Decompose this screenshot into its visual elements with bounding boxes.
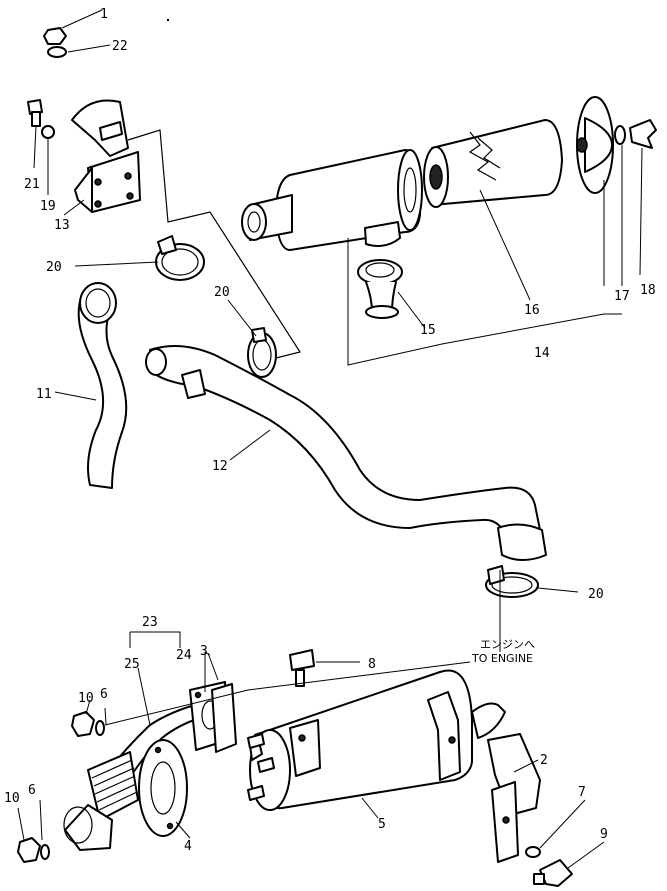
callout-24: 24 [176,648,192,663]
air-filter-element [423,119,563,208]
callout-15: 15 [420,323,436,338]
callout-20-lower: 20 [588,587,604,602]
callout-23: 23 [142,615,158,630]
callout-20-upper: 20 [46,260,62,275]
callout-9: 9 [600,827,608,842]
to-engine-note-jp: エンジンへ [480,638,535,651]
air-cleaner-bracket [71,99,141,213]
registration-dot [166,18,170,22]
callout-5: 5 [378,817,386,832]
callout-10-upper: 10 [78,691,94,706]
callout-20-middle: 20 [214,285,230,300]
air-intake-pipe [145,345,547,561]
callout-10-lower: 10 [4,791,20,806]
callout-22: 22 [112,39,128,54]
callout-13: 13 [54,218,70,233]
callout-6-lower: 6 [28,783,36,798]
muffler-bracket [487,733,541,863]
exhaust-gasket [138,739,188,837]
callout-7: 7 [578,785,586,800]
callout-21: 21 [24,177,40,192]
bracket-bolt [27,99,55,139]
callout-3: 3 [200,644,208,659]
callout-18: 18 [640,283,656,298]
washer [525,846,541,858]
hose-clamp-upper [155,235,205,281]
dust-valve [357,259,403,319]
air-intake-hose [77,282,128,489]
callout-6-upper: 6 [100,687,108,702]
to-engine-note-en: TO ENGINE [471,652,533,665]
callout-11: 11 [36,387,52,402]
callout-16: 16 [524,303,540,318]
callout-19: 19 [40,199,56,214]
callout-4: 4 [184,839,192,854]
callout-1: 1 [100,7,108,22]
callout-12: 12 [212,459,228,474]
muffler [247,669,506,811]
callout-8: 8 [368,657,376,672]
callout-2: 2 [540,753,548,768]
muffler-bolt [289,649,315,687]
flange-nut-lower [17,837,50,863]
bracket-mount-bolt [533,859,573,887]
exhaust-pipe [63,681,237,851]
hose-clamp-lower [485,565,539,598]
callout-labels: 1 22 21 19 13 20 20 11 12 15 16 14 17 18… [4,7,656,854]
callout-25: 25 [124,657,140,672]
to-engine-note: エンジンへ TO ENGINE [471,638,535,665]
air-cleaner-cover [576,96,657,194]
leader-lines [17,9,643,869]
callout-17: 17 [614,289,630,304]
callout-14: 14 [534,346,550,361]
hose-clamp-middle [247,327,277,378]
bracket-nut [43,27,67,58]
flange-nut-upper [71,711,105,737]
air-cleaner-body [241,149,423,251]
